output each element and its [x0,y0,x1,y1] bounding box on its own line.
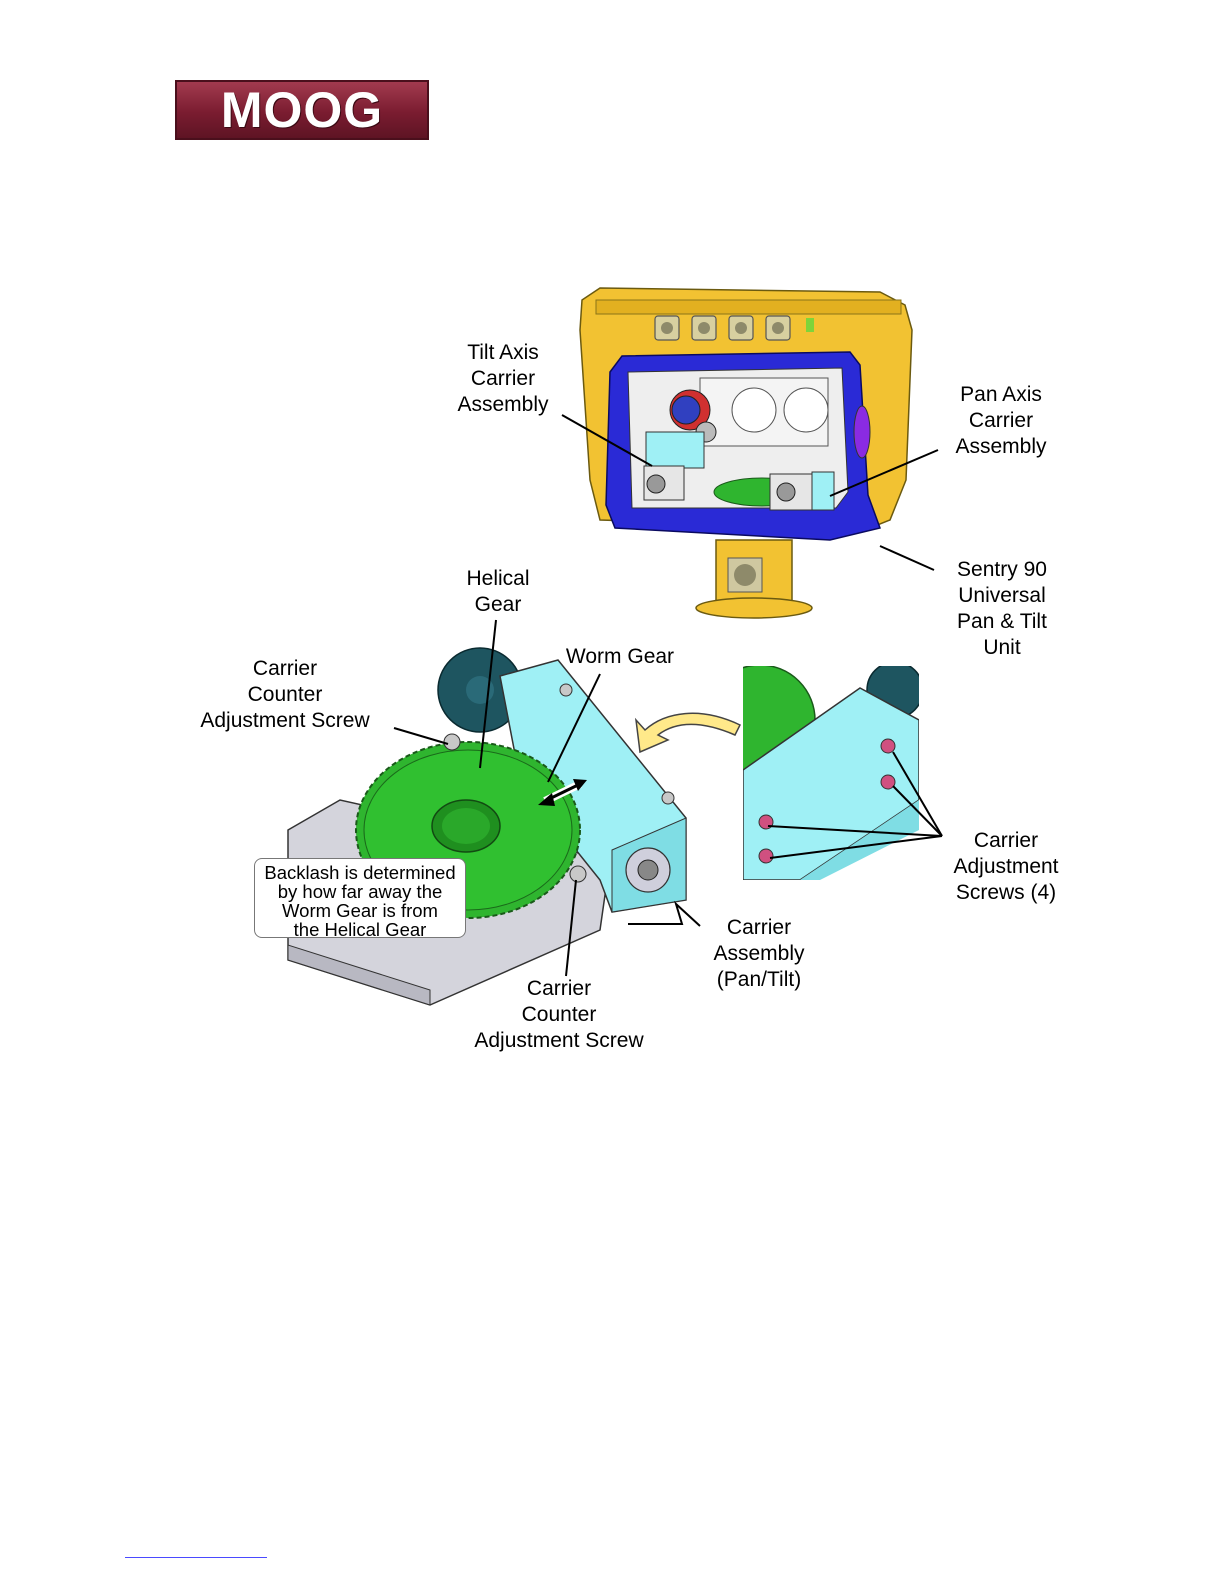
carrier-counter-screw-label-top: Carrier Counter Adjustment Screw [186,656,384,734]
label-line: Adjustment Screw [474,1029,644,1052]
label-line: Screws (4) [955,881,1057,904]
carrier-counter-screw-label-bottom: Carrier Counter Adjustment Screw [460,976,658,1054]
label-line: Adjustment Screw [200,709,370,732]
label-line: Gear [474,593,522,616]
label-line: Carrier [252,657,318,680]
label-line: Assembly [457,393,549,416]
carrier-assembly-label: Carrier Assembly (Pan/Tilt) [704,915,814,993]
backlash-note: Backlash is determined by how far away t… [254,858,466,940]
note-line: the Helical Gear [293,919,427,940]
leader-lines [393,414,943,977]
label-line: Counter [247,683,323,706]
label-line: Carrier [526,977,592,1000]
helical-gear-label: Helical Gear [450,566,546,618]
tilt-axis-carrier-label: Tilt Axis Carrier Assembly [448,340,558,418]
label-line: Pan & Tilt [957,610,1047,633]
note-line: Worm Gear is from [282,900,438,921]
label-line: Helical [466,567,530,590]
carrier-adjustment-screws-label: Carrier Adjustment Screws (4) [944,828,1068,906]
label-line: Assembly [713,942,805,965]
label-line: Carrier [973,829,1039,852]
label-line: Carrier [968,409,1034,432]
sentry-unit-label: Sentry 90 Universal Pan & Tilt Unit [944,557,1060,661]
note-line: Backlash is determined [264,862,456,883]
pan-axis-carrier-label: Pan Axis Carrier Assembly [944,382,1058,460]
logo-text: MOOG [220,82,384,138]
label-line: (Pan/Tilt) [716,968,802,991]
label-line: Carrier [470,367,536,390]
label-line: Pan Axis [960,383,1042,406]
adjustment-screw-detail [634,666,919,880]
label-line: Adjustment [953,855,1059,878]
note-line: by how far away the [277,881,443,902]
label-line: Tilt Axis [467,341,539,364]
worm-gear-label: Worm Gear [556,644,684,670]
label-line: Worm Gear [565,645,675,668]
backlash-arrow [538,779,587,806]
label-line: Carrier [726,916,792,939]
label-line: Unit [983,636,1021,659]
label-line: Counter [521,1003,597,1026]
moog-logo: MOOG [175,80,429,140]
sentry-unit-illustration [579,287,913,619]
label-line: Universal [958,584,1046,607]
label-line: Assembly [955,435,1047,458]
label-line: Sentry 90 [957,558,1047,581]
footer-rule [125,1557,267,1558]
